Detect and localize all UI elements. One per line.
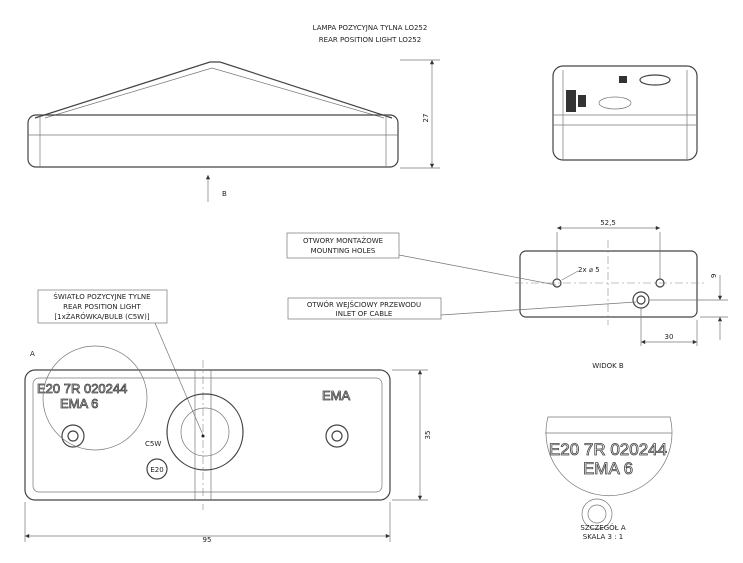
detail-maker: EMA 6 <box>583 459 633 478</box>
svg-text:[1xŻARÓWKA/BULB (C5W)]: [1xŻARÓWKA/BULB (C5W)] <box>54 312 149 321</box>
drawing-subtitle: REAR POSITION LIGHT LO252 <box>319 36 421 44</box>
svg-text:INLET OF CABLE: INLET OF CABLE <box>336 310 393 318</box>
callout-mounting-holes: OTWORY MONTAŻOWE MOUNTING HOLES <box>286 232 557 286</box>
detail-title: SZCZEGÓŁ A <box>580 523 625 532</box>
svg-text:REAR POSITION LIGHT: REAR POSITION LIGHT <box>63 303 141 311</box>
svg-text:MOUNTING HOLES: MOUNTING HOLES <box>311 247 376 255</box>
dim-height: 27 <box>422 114 430 123</box>
detail-scale: SKALA 3 : 1 <box>583 533 624 541</box>
detail-approval: E20 7R 020244 <box>549 440 667 459</box>
marking-approval: E20 7R 020244 <box>37 381 127 396</box>
svg-text:OTWÓR WEJŚCIOWY PRZEWODU: OTWÓR WEJŚCIOWY PRZEWODU <box>307 300 421 309</box>
detail-marker: A <box>30 350 35 358</box>
screw-icon <box>325 424 349 448</box>
marking-maker: EMA 6 <box>60 396 98 411</box>
view-b-label: WIDOK B <box>592 362 624 370</box>
view-b: 52,5 2x ⌀ 5 9 30 WIDOK B <box>515 219 728 370</box>
dim-inlet-horizontal: 30 <box>665 333 674 341</box>
e-mark-icon <box>146 458 168 480</box>
end-view <box>552 65 698 161</box>
dim-length: 95 <box>203 536 212 544</box>
dim-inlet-vertical: 9 <box>710 274 718 278</box>
marking-e-mark: E20 <box>150 466 163 474</box>
svg-text:ŚWIATŁO POZYCYJNE TYLNE: ŚWIATŁO POZYCYJNE TYLNE <box>53 292 150 301</box>
view-arrow-label: B <box>222 190 227 198</box>
dim-width: 35 <box>424 431 432 440</box>
dim-hole-diameter: 2x ⌀ 5 <box>578 266 600 274</box>
cable-inlet <box>632 291 650 309</box>
detail-a: E20 7R 020244 EMA 6 SZCZEGÓŁ A SKALA 3 :… <box>545 416 673 541</box>
drawing-title: LAMPA POZYCYJNA TYLNA LO252 <box>313 24 428 32</box>
screw-icon <box>61 424 85 448</box>
marking-bulb: C5W <box>145 440 161 448</box>
callout-light: ŚWIATŁO POZYCYJNE TYLNE REAR POSITION LI… <box>37 289 204 436</box>
front-view: E20 7R 020244 EMA 6 EMA C5W E20 A 35 95 <box>24 345 432 544</box>
marking-brand: EMA <box>322 388 351 403</box>
side-view: 27 B <box>27 59 440 202</box>
dim-hole-spacing: 52,5 <box>600 219 616 227</box>
svg-text:OTWORY MONTAŻOWE: OTWORY MONTAŻOWE <box>303 236 383 245</box>
callout-inlet: OTWÓR WEJŚCIOWY PRZEWODU INLET OF CABLE <box>287 297 637 320</box>
